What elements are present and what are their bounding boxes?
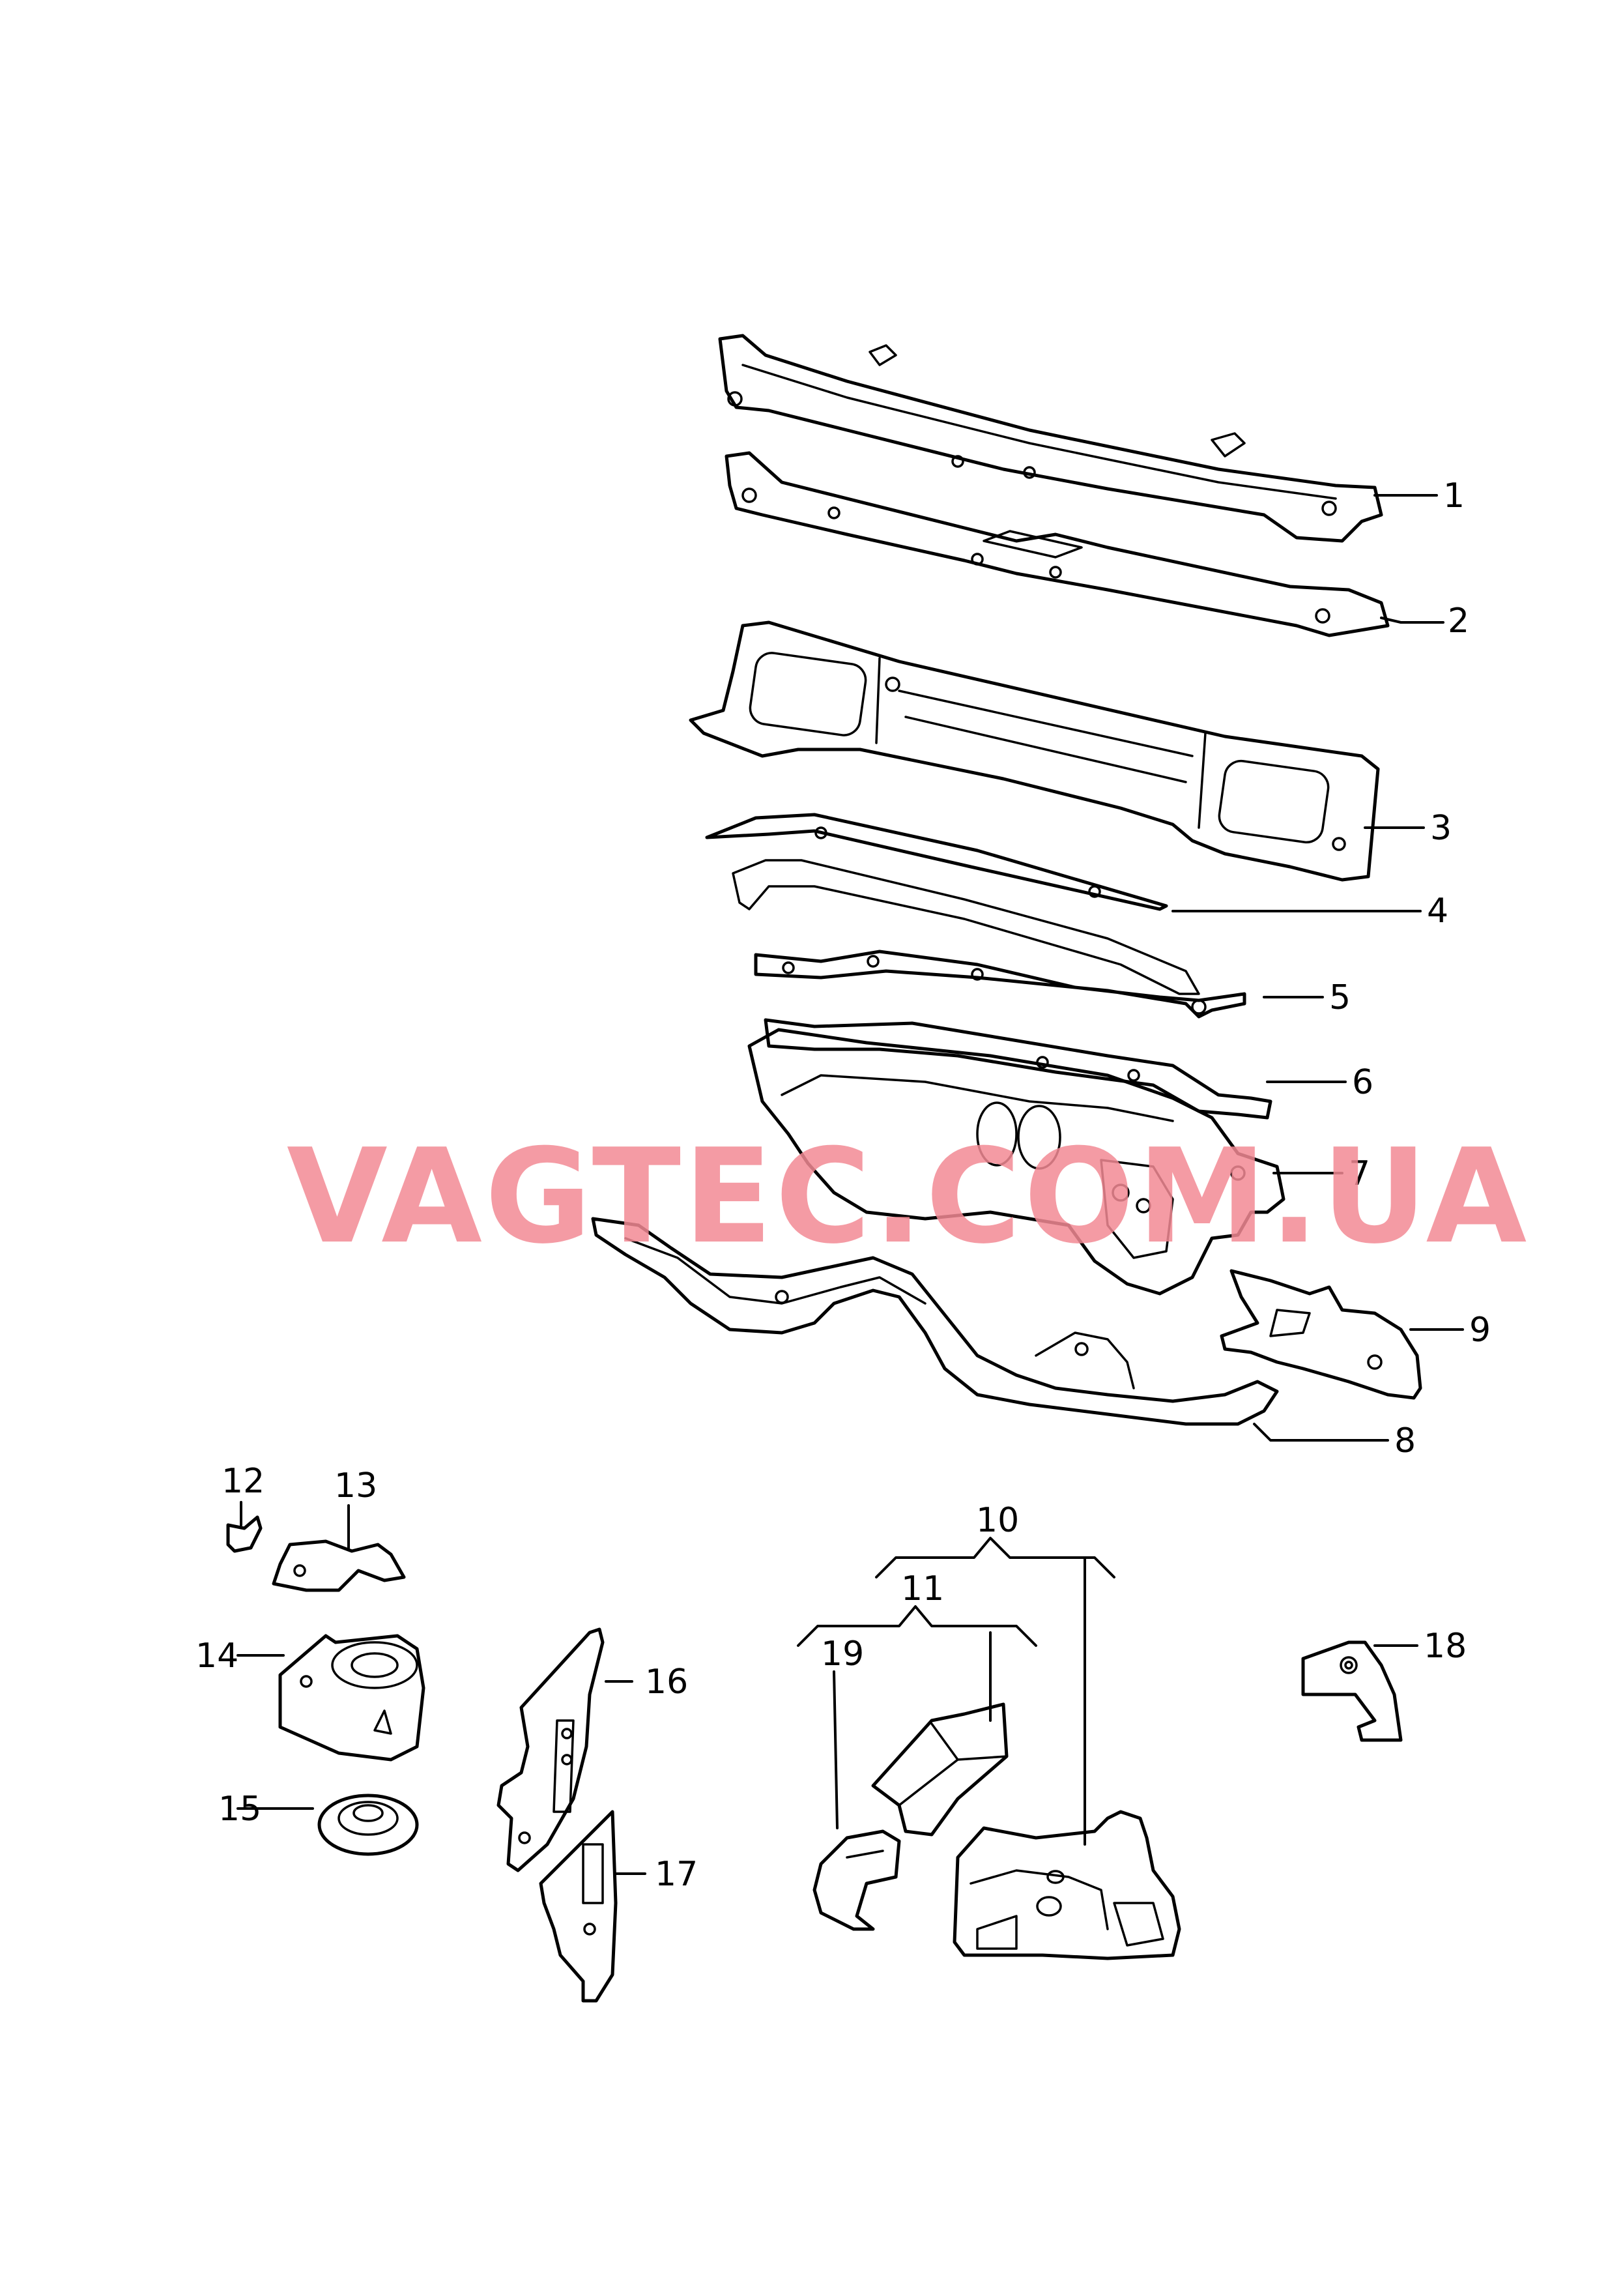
callout-1: 1	[1443, 476, 1465, 516]
callout-11: 11	[901, 1569, 944, 1608]
leader-lines	[237, 494, 1464, 1875]
callout-17: 17	[655, 1855, 698, 1894]
part-4-cross-member	[705, 813, 1200, 995]
callout-15: 15	[218, 1790, 261, 1829]
callout-5: 5	[1329, 978, 1351, 1017]
part-14-strut-mount	[278, 1634, 425, 1762]
callout-10: 10	[976, 1501, 1019, 1540]
part-19-bracket	[812, 1829, 901, 1931]
callout-7: 7	[1349, 1154, 1370, 1193]
part-13-bracket	[272, 1539, 406, 1592]
part-9-side-bracket	[1220, 1269, 1422, 1400]
part-6-cross-member	[764, 1018, 1272, 1120]
part-17-pillar-panel	[539, 1810, 618, 2003]
part-12-clip	[226, 1515, 263, 1553]
callout-13: 13	[334, 1466, 377, 1505]
part-18-bracket	[1301, 1640, 1403, 1742]
callout-2: 2	[1448, 602, 1469, 641]
part-10-wheel-house	[953, 1810, 1181, 1960]
part-3-plenum-panel	[689, 620, 1380, 882]
callout-6: 6	[1352, 1063, 1373, 1102]
part-7-bulkhead	[747, 1028, 1285, 1296]
part-16-pillar-panel	[496, 1627, 605, 1872]
callout-14: 14	[195, 1636, 238, 1676]
part-5-cross-member	[754, 950, 1246, 1019]
callout-12: 12	[222, 1462, 265, 1501]
callout-numbers: 1 2 3 4 5 6 7 8 9 10 11 12 13 14 15 16 1…	[195, 476, 1491, 1894]
part-1-cross-member	[718, 334, 1383, 543]
watermark: VAGTEC.COM.UA	[287, 1121, 1529, 1273]
callout-3: 3	[1430, 809, 1452, 848]
callout-4: 4	[1427, 892, 1448, 931]
callout-8: 8	[1394, 1421, 1416, 1460]
callout-16: 16	[645, 1663, 688, 1702]
callout-9: 9	[1469, 1311, 1491, 1350]
callout-18: 18	[1424, 1627, 1467, 1666]
callout-19: 19	[821, 1635, 864, 1674]
part-8-lower-panel	[591, 1217, 1279, 1426]
part-11-beam	[871, 1702, 1009, 1837]
part-2-cross-member	[725, 451, 1390, 637]
part-15-grommet	[317, 1794, 419, 1856]
